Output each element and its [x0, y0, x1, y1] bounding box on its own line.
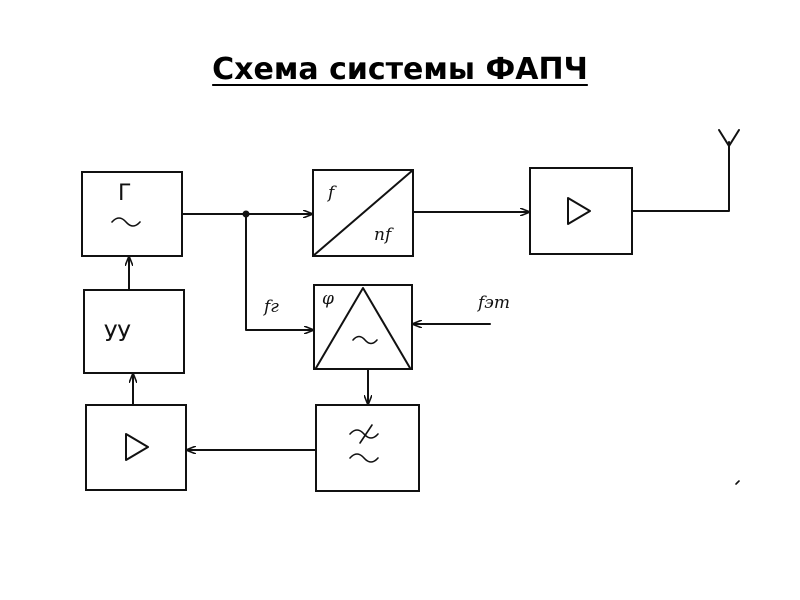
sine-wave-icon	[352, 335, 378, 345]
generator-label: Г	[118, 181, 131, 206]
phase-detector-block: φ	[313, 284, 413, 370]
line-branch-to-phase-detector	[245, 213, 314, 330]
sine-wave-icon	[111, 217, 141, 227]
scan-speck	[735, 480, 740, 485]
amplifier-triangle-icon	[567, 197, 591, 225]
generator-block: Г	[81, 171, 183, 257]
reference-frequency-label: fэт	[476, 293, 510, 313]
filter-wave-icon	[349, 453, 379, 463]
generator-frequency-label: fг	[262, 297, 279, 317]
filter-wave-icon	[349, 429, 379, 439]
page-title: Схема системы ФАПЧ	[212, 52, 588, 87]
output-amplifier-block	[529, 167, 633, 255]
line-to-antenna	[631, 141, 730, 212]
filter-strike-icon	[359, 424, 373, 444]
multiplier-output-label: nf	[374, 225, 394, 245]
phase-detector-triangle	[315, 287, 411, 369]
low-pass-filter-block	[315, 404, 420, 492]
multiplier-input-label: f	[326, 183, 337, 203]
antenna-icon	[718, 129, 740, 147]
control-unit-label: УУ	[104, 322, 131, 347]
signal-lines	[129, 129, 740, 450]
multiplier-diagonal	[312, 169, 414, 257]
frequency-multiplier-block: f nf	[312, 169, 414, 257]
control-unit-block: УУ	[83, 289, 185, 374]
amplifier-triangle-icon	[125, 433, 149, 461]
amplifier-block-feedback	[85, 404, 187, 491]
phase-detector-label: φ	[322, 289, 334, 309]
